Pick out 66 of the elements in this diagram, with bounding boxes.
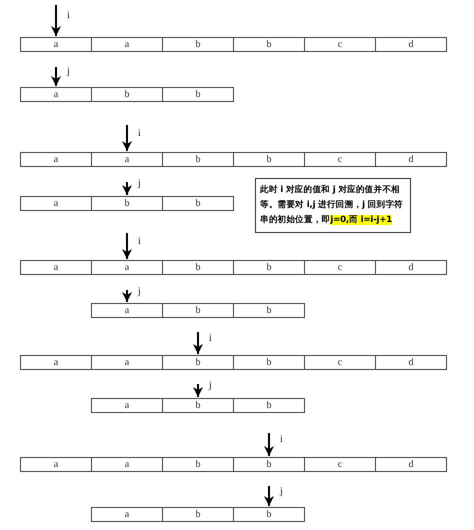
arrow bbox=[264, 486, 274, 506]
array-cell: b bbox=[91, 196, 163, 211]
array-cell: b bbox=[162, 87, 234, 102]
arrow bbox=[193, 384, 203, 397]
array-cell: b bbox=[233, 457, 305, 472]
array-cell: c bbox=[304, 355, 376, 370]
array-cell: a bbox=[91, 152, 163, 167]
pointer-label: i bbox=[138, 128, 141, 138]
array-cell: b bbox=[233, 398, 305, 413]
array-cell: b bbox=[91, 87, 163, 102]
pointer-label: i bbox=[280, 435, 283, 445]
array-cell: b bbox=[162, 398, 234, 413]
pointer-label: j bbox=[67, 67, 70, 77]
array-cell: b bbox=[162, 355, 234, 370]
array-cell: b bbox=[162, 37, 234, 52]
pointer-label: j bbox=[138, 286, 141, 296]
arrow bbox=[122, 125, 132, 151]
array-cell: a bbox=[20, 260, 92, 275]
array-cell: b bbox=[233, 152, 305, 167]
array-cell: a bbox=[91, 37, 163, 52]
arrow bbox=[122, 233, 132, 259]
array-cell: c bbox=[304, 260, 376, 275]
arrow bbox=[122, 290, 132, 302]
array-cell: b bbox=[162, 457, 234, 472]
array-cell: a bbox=[91, 398, 163, 413]
arrow bbox=[122, 182, 132, 195]
pointer-label: j bbox=[280, 486, 283, 496]
pointer-label: j bbox=[138, 179, 141, 189]
array-cell: d bbox=[375, 37, 447, 52]
array-cell: a bbox=[20, 152, 92, 167]
array-cell: a bbox=[20, 37, 92, 52]
array-cell: b bbox=[233, 355, 305, 370]
array-cell: b bbox=[233, 507, 305, 522]
array-cell: b bbox=[162, 152, 234, 167]
array-cell: a bbox=[91, 260, 163, 275]
array-cell: b bbox=[162, 303, 234, 318]
arrow bbox=[51, 67, 61, 86]
array-cell: a bbox=[91, 457, 163, 472]
arrow bbox=[51, 5, 61, 36]
array-cell: a bbox=[20, 196, 92, 211]
array-cell: a bbox=[20, 87, 92, 102]
array-cell: b bbox=[233, 303, 305, 318]
array-cell: a bbox=[20, 457, 92, 472]
pointer-label: i bbox=[67, 11, 70, 21]
array-cell: a bbox=[20, 355, 92, 370]
array-cell: a bbox=[91, 355, 163, 370]
pointer-label: i bbox=[209, 334, 212, 344]
arrow bbox=[193, 332, 203, 354]
array-cell: c bbox=[304, 152, 376, 167]
array-cell: b bbox=[233, 37, 305, 52]
array-cell: b bbox=[162, 507, 234, 522]
array-cell: d bbox=[375, 152, 447, 167]
array-cell: b bbox=[233, 260, 305, 275]
array-cell: a bbox=[91, 507, 163, 522]
array-cell: b bbox=[162, 196, 234, 211]
array-cell: d bbox=[375, 457, 447, 472]
array-cell: a bbox=[91, 303, 163, 318]
array-cell: d bbox=[375, 260, 447, 275]
array-cell: c bbox=[304, 37, 376, 52]
array-cell: b bbox=[162, 260, 234, 275]
array-cell: d bbox=[375, 355, 447, 370]
note-box: 此时 i 对应的值和 j 对应的值并不相等。需要对 i,j 进行回溯，j 回到字符串的初始位置，即j=0,而 i=i-j+1 bbox=[255, 178, 411, 233]
arrow bbox=[264, 433, 274, 456]
pointer-label: j bbox=[209, 381, 212, 391]
array-cell: c bbox=[304, 457, 376, 472]
pointer-label: i bbox=[138, 236, 141, 246]
